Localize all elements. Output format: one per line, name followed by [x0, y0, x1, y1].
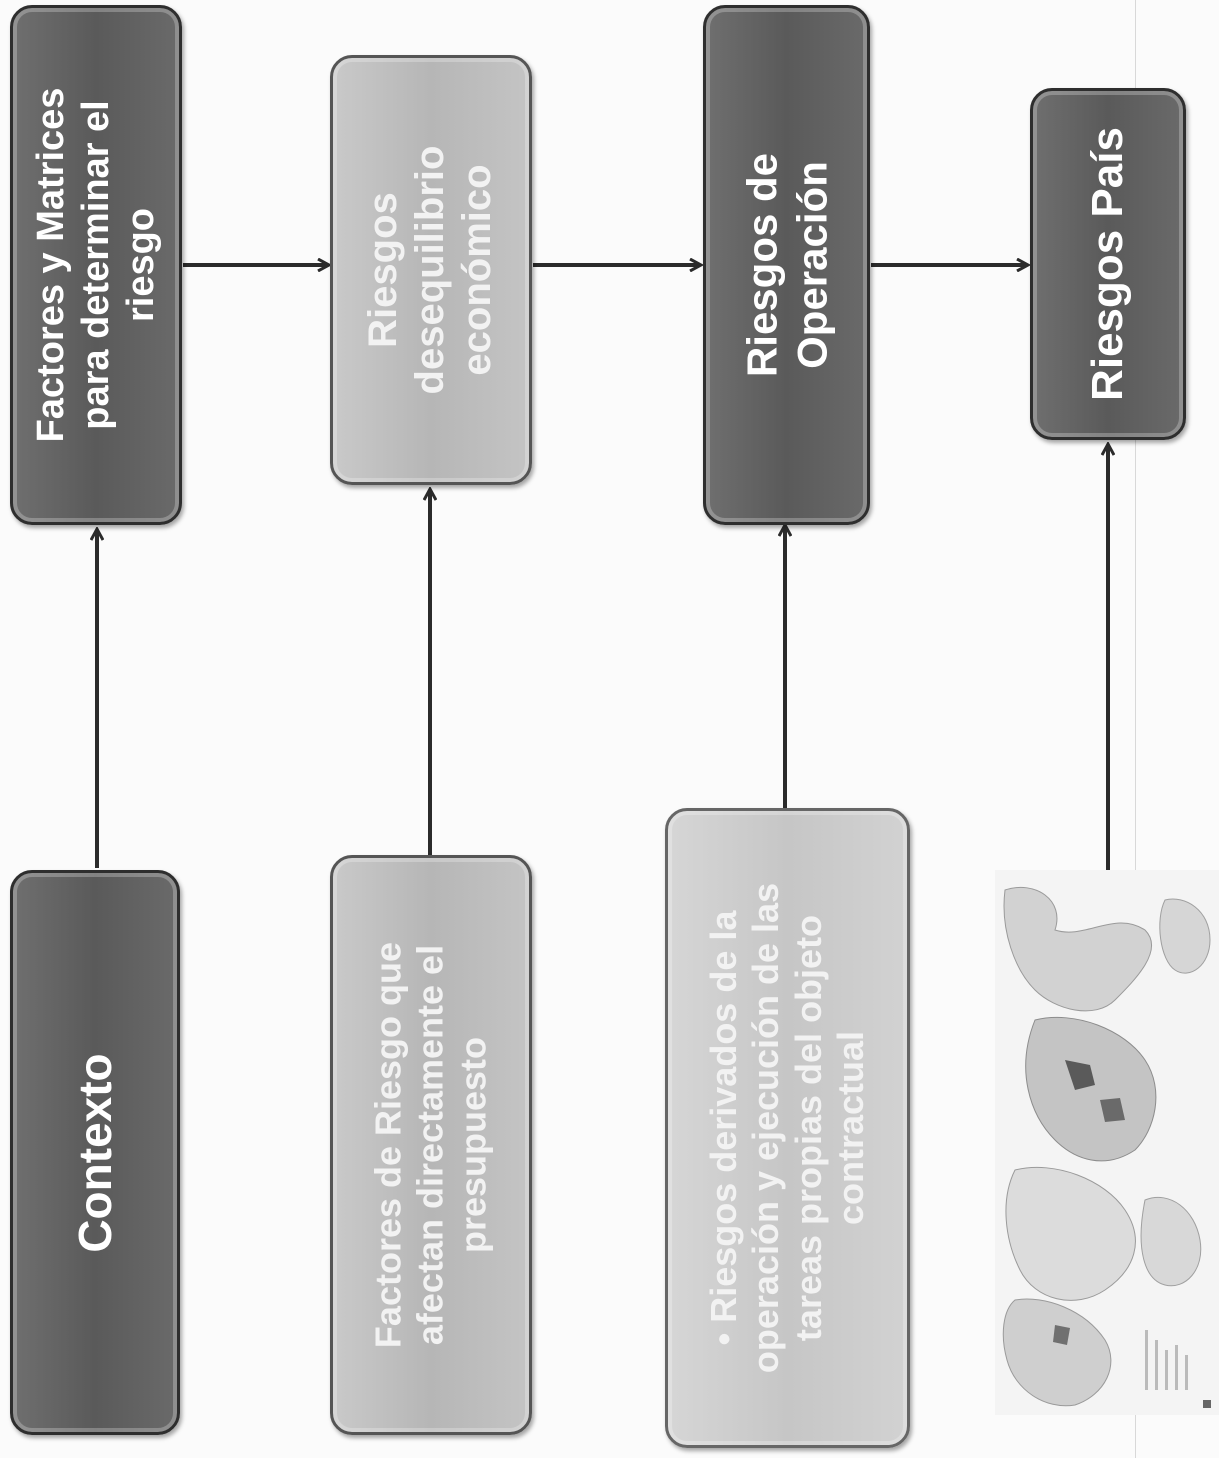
riesgos-desequilibrio-text: Riesgos desequilibrio económico — [360, 60, 502, 480]
riesgos-pais-box: Riesgos País — [1030, 88, 1186, 440]
page-edge-line — [1135, 0, 1136, 1458]
riesgos-operacion-text: Riesgos de Operación — [737, 15, 836, 515]
factores-matrices-box: Factores y Matrices para determinar el r… — [10, 5, 182, 525]
world-map-graphic — [1002, 886, 1211, 1408]
riesgos-pais-line-1: Riesgos País — [1083, 127, 1133, 401]
factores-presupuesto-box: Factores de Riesgo que afectan directame… — [330, 855, 532, 1435]
factores-matrices-line-2: para determinar el — [74, 100, 117, 430]
contexto-text: Contexto — [68, 883, 122, 1423]
factores-matrices-line-3: riesgo — [119, 207, 162, 323]
world-map-image — [995, 870, 1219, 1415]
riesgos-operacion-line-2: Operación — [787, 161, 835, 369]
riesgos-derivados-line-1: • Riesgos derivados de la — [702, 910, 744, 1346]
riesgos-derivados-line-2: operación y ejecución de las — [745, 882, 787, 1374]
riesgos-derivados-line-3: tareas propias del objeto — [787, 914, 829, 1342]
riesgos-derivados-line-4: contractual — [829, 1030, 871, 1226]
contexto-box: Contexto — [10, 870, 180, 1435]
factores-presupuesto-line-1: Factores de Riesgo que — [367, 941, 409, 1349]
riesgos-derivados-box: • Riesgos derivados de la operación y ej… — [665, 808, 910, 1448]
factores-presupuesto-text: Factores de Riesgo que afectan directame… — [367, 865, 494, 1425]
riesgos-desequilibrio-line-1: Riesgos — [361, 192, 406, 348]
riesgos-derivados-text: • Riesgos derivados de la operación y ej… — [703, 818, 873, 1438]
riesgos-desequilibrio-box: Riesgos desequilibrio económico — [330, 55, 532, 485]
riesgos-desequilibrio-line-3: económico — [455, 164, 500, 376]
factores-presupuesto-line-3: presupuesto — [452, 1036, 494, 1254]
factores-matrices-line-1: Factores y Matrices — [29, 87, 72, 443]
factores-presupuesto-line-2: afectan directamente el — [409, 944, 451, 1346]
riesgos-pais-text: Riesgos País — [1082, 94, 1134, 434]
riesgos-desequilibrio-line-2: desequilibrio — [408, 145, 453, 395]
riesgos-operacion-box: Riesgos de Operación — [703, 5, 870, 525]
factores-matrices-text: Factores y Matrices para determinar el r… — [29, 10, 163, 520]
riesgos-operacion-line-1: Riesgos de — [737, 152, 785, 378]
contexto-line-1: Contexto — [68, 1052, 121, 1253]
